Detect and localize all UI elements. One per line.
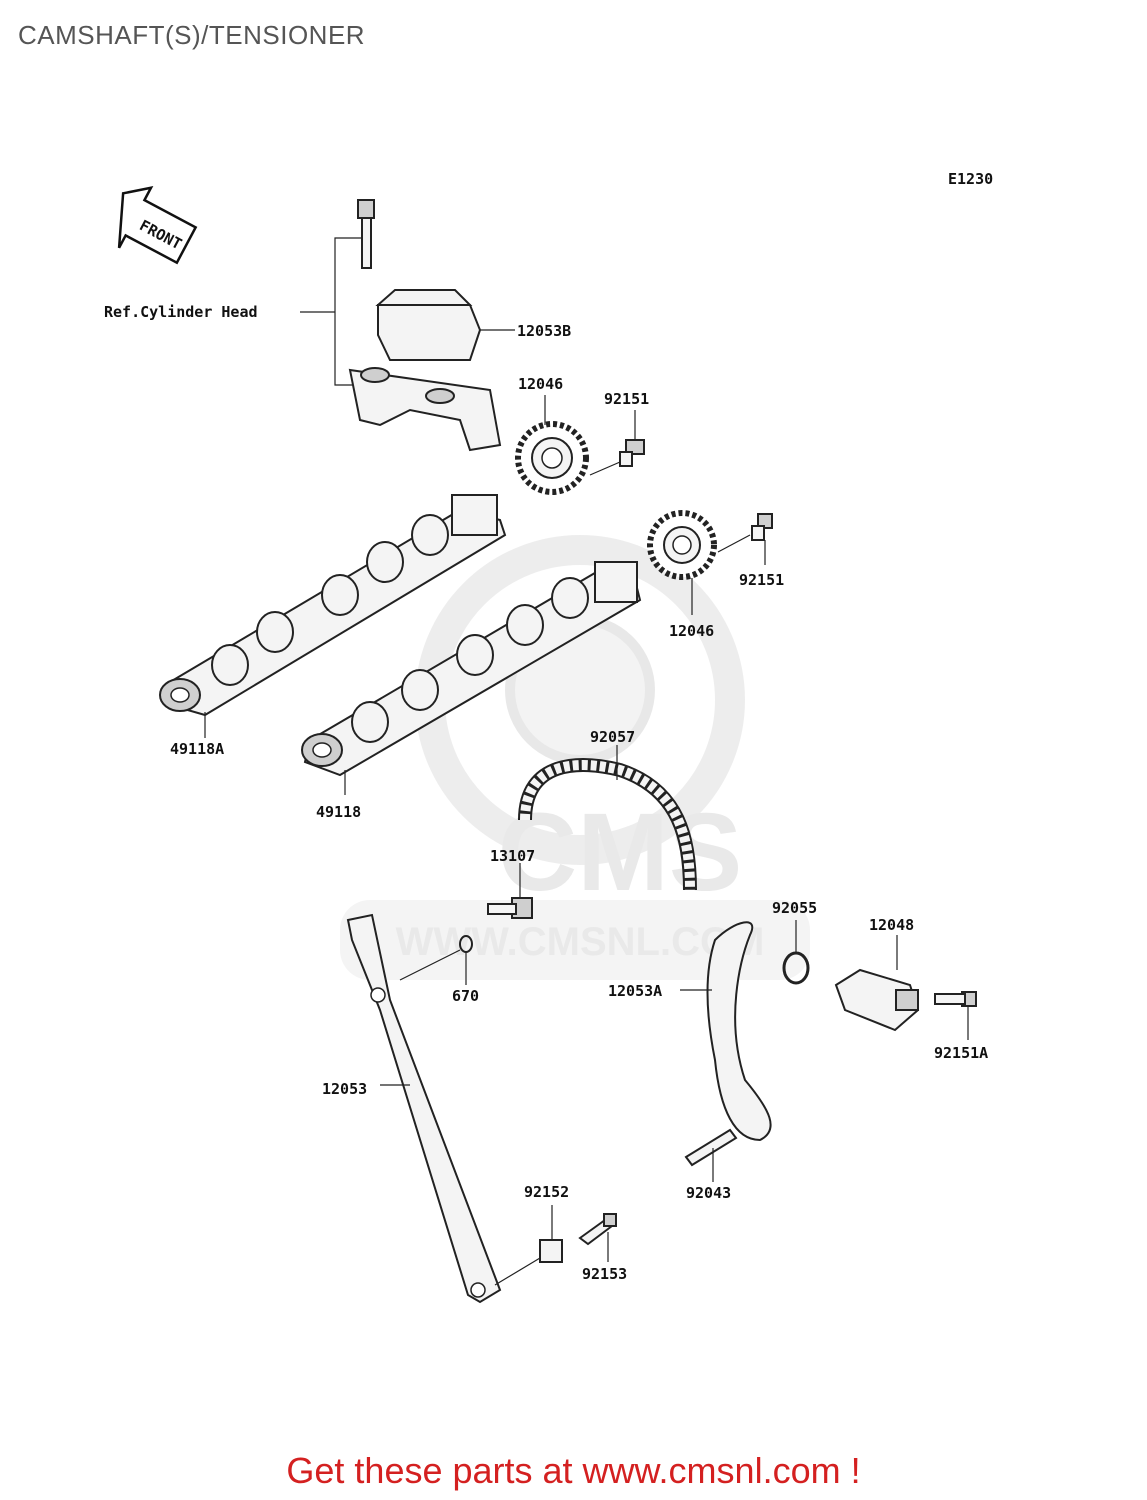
footer-link[interactable]: Get these parts at www.cmsnl.com ! (286, 1450, 861, 1491)
bolt-lower-sprocket (751, 513, 773, 541)
part-label: 12046 (669, 622, 714, 640)
part-label: 670 (452, 987, 479, 1005)
sprocket-lower (647, 510, 717, 580)
part-label: 12053B (517, 322, 571, 340)
cam-chain (518, 758, 697, 891)
part-label: 92151 (604, 390, 649, 408)
part-label: 92055 (772, 899, 817, 917)
part-labels: 12053B 12046 92151 12046 92151 49118A 49… (170, 322, 988, 1283)
bolt-part (357, 199, 375, 269)
chain-tensioner (834, 968, 920, 1032)
camshaft-intake (159, 494, 507, 717)
page-title: CAMSHAFT(S)/TENSIONER (18, 20, 366, 50)
guide-lower-bolt (578, 1213, 617, 1246)
parts-diagram: CMS WWW.CMSNL.COM E1230 FRONT Ref.Cylind… (104, 170, 993, 1304)
guide-bolt (487, 897, 533, 919)
ref-cylinder-head-label: Ref.Cylinder Head (104, 303, 258, 321)
tensioner-guide (706, 921, 772, 1142)
part-label: 49118A (170, 740, 224, 758)
part-label: 49118 (316, 803, 361, 821)
chain-guide (346, 913, 502, 1304)
cam-cap-lower (348, 367, 502, 452)
part-label: 13107 (490, 847, 535, 865)
part-label: 92152 (524, 1183, 569, 1201)
sprocket-upper (515, 421, 589, 495)
camshaft-exhaust (301, 561, 642, 777)
part-label: 92043 (686, 1184, 731, 1202)
part-label: 12046 (518, 375, 563, 393)
part-label: 12053A (608, 982, 662, 1000)
tensioner-pin (684, 1128, 738, 1167)
part-label: 12053 (322, 1080, 367, 1098)
watermark-url: WWW.CMSNL.COM (396, 920, 765, 964)
cam-cap-upper (375, 289, 482, 361)
bolt-upper-sprocket (619, 439, 645, 467)
part-label: 92153 (582, 1265, 627, 1283)
part-label: 12048 (869, 916, 914, 934)
tensioner-bolt (934, 991, 977, 1007)
watermark-brand: CMS (498, 791, 742, 914)
part-label: 92151 (739, 571, 784, 589)
collar-part (539, 1239, 563, 1263)
front-arrow-icon: FRONT (117, 186, 198, 265)
part-label: 92057 (590, 728, 635, 746)
part-label: 92151A (934, 1044, 988, 1062)
diagram-code: E1230 (948, 170, 993, 188)
